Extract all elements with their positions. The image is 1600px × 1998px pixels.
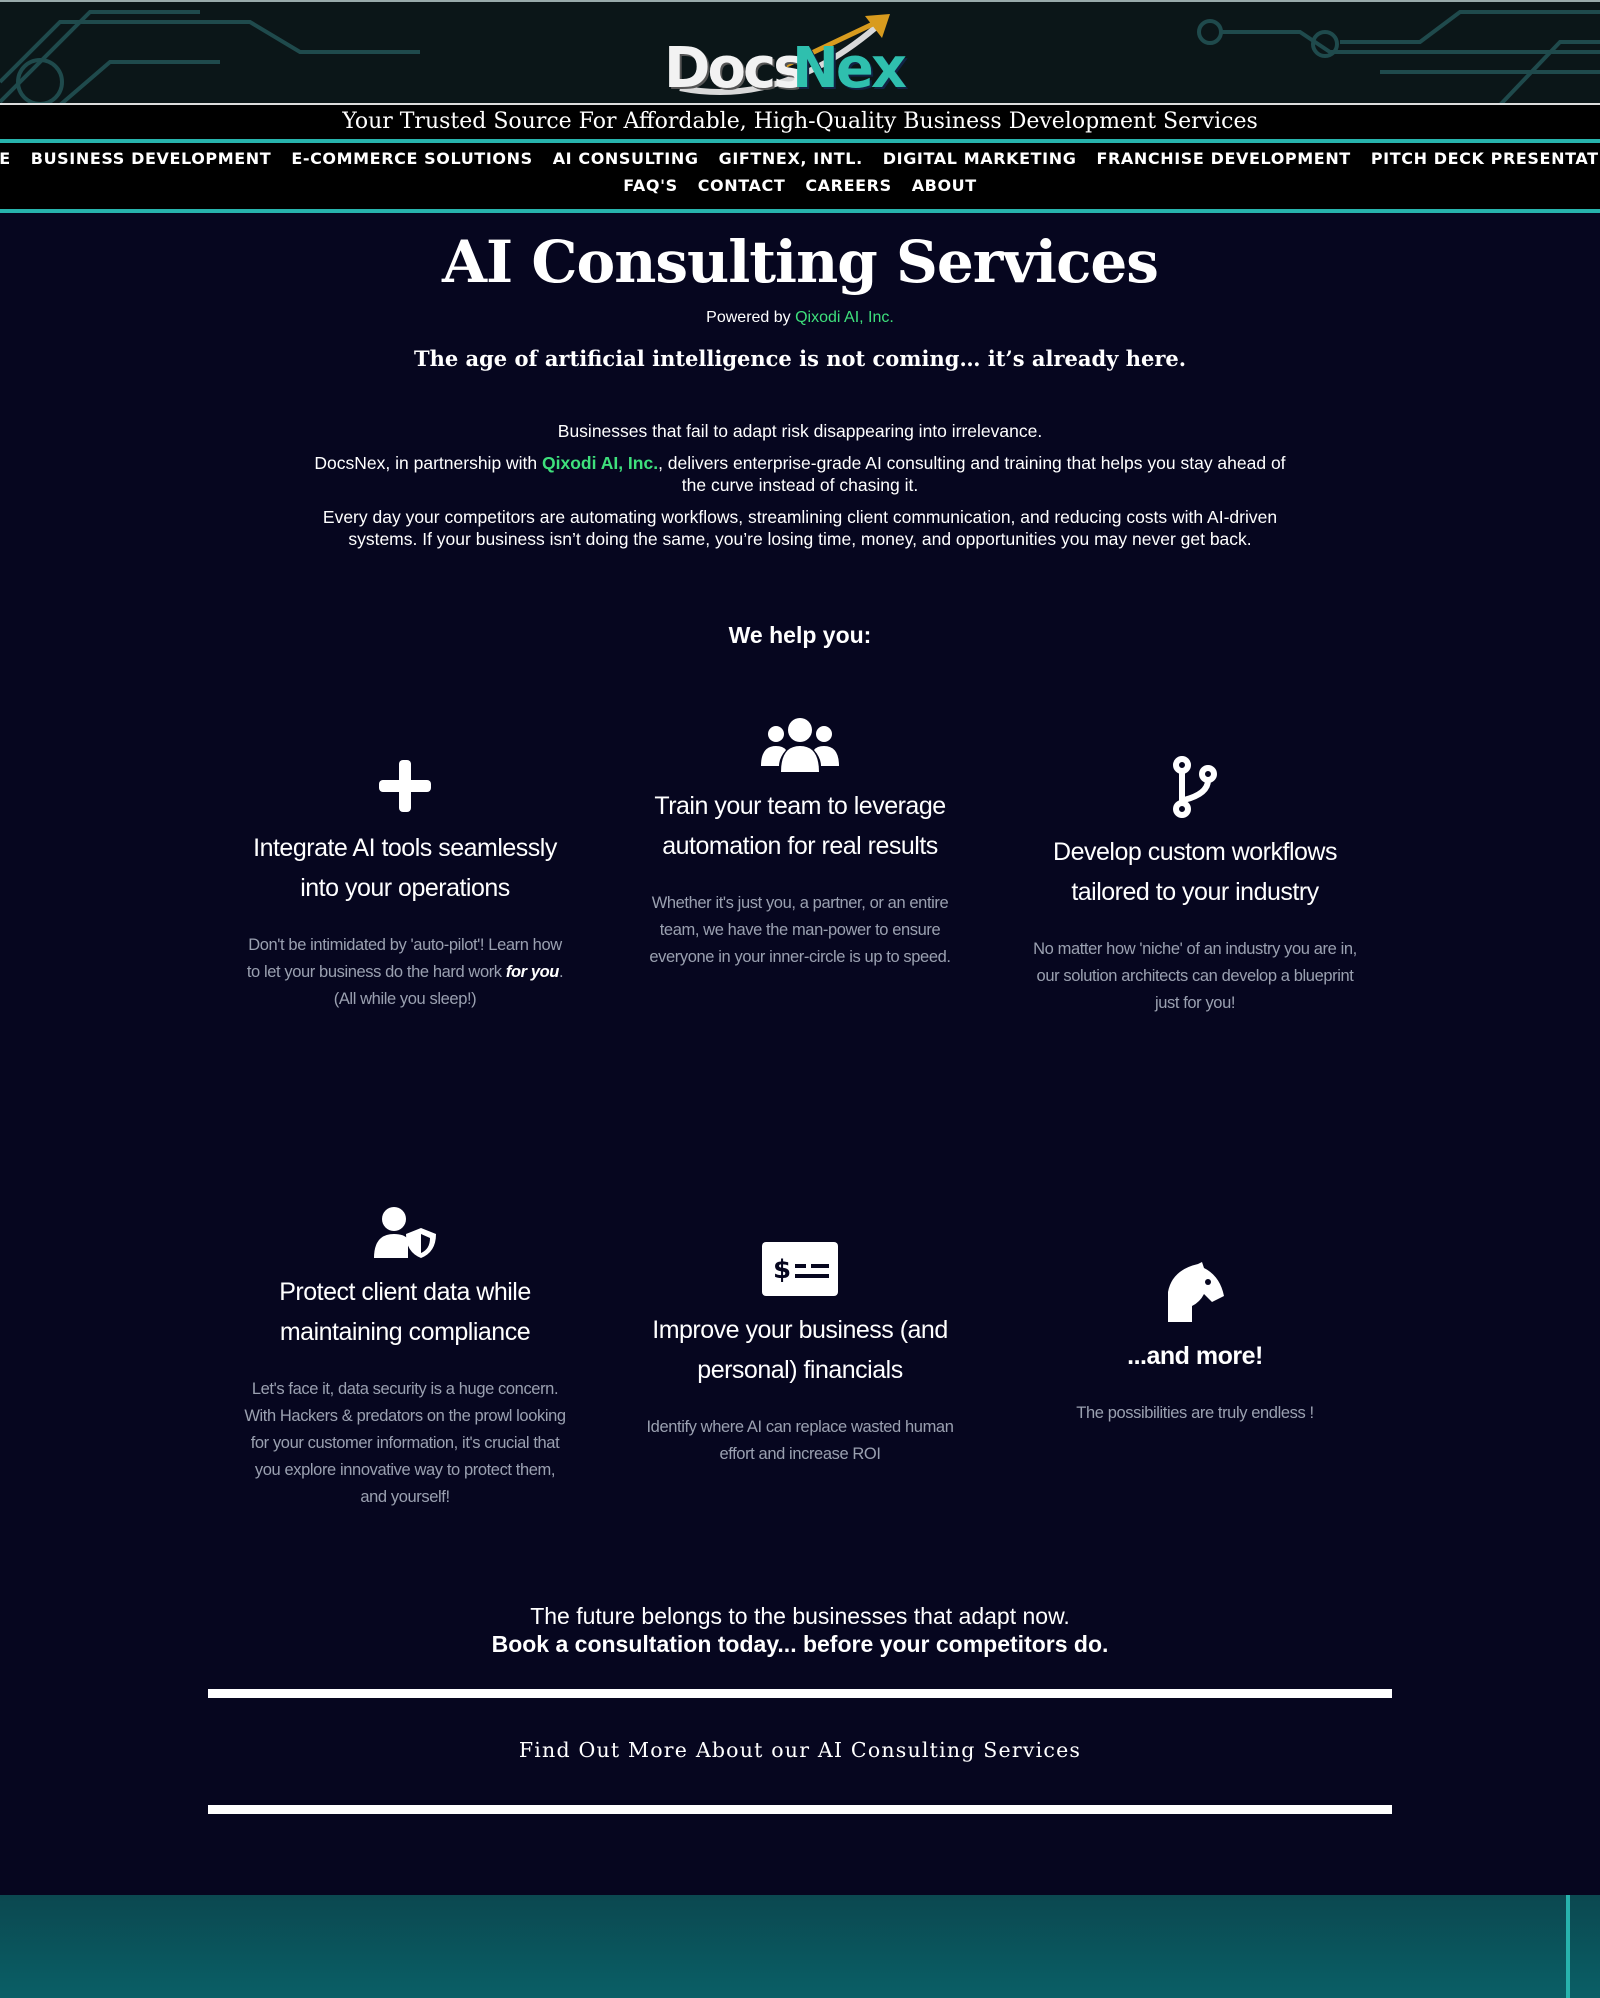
growth-arrow-icon bbox=[679, 14, 890, 95]
logo-text-docs: Docs bbox=[664, 36, 806, 101]
user-shield-icon bbox=[374, 1207, 436, 1258]
closing-line-1: The future belongs to the businesses tha… bbox=[530, 1603, 1070, 1629]
nav-item-giftnex[interactable]: GIFTNEX, INTL. bbox=[718, 149, 863, 168]
site-tagline: Your Trusted Source For Affordable, High… bbox=[342, 109, 1258, 134]
logo-text-nex: Nex bbox=[792, 36, 907, 101]
intro-2-suffix: , delivers enterprise-grade AI consultin… bbox=[658, 452, 1286, 496]
card-description-part: Don't be intimidated by 'auto-pilot'! Le… bbox=[246, 936, 562, 981]
circuit-background bbox=[0, 10, 1600, 103]
help-title: We help you: bbox=[728, 622, 872, 648]
service-card-workflows: Develop custom workflows tailored to you… bbox=[1030, 756, 1360, 1017]
nav-item-franchise-development[interactable]: FRANCHISE DEVELOPMENT bbox=[1096, 149, 1351, 168]
card-title: Protect client data while maintaining co… bbox=[279, 1278, 531, 1346]
powered-by: Powered by Qixodi AI, Inc. bbox=[0, 309, 1600, 327]
card-description-emphasis: for you bbox=[505, 963, 560, 981]
card-description-part: . (All while you sleep!) bbox=[333, 963, 564, 1008]
nav-item-contact[interactable]: CONTACT bbox=[697, 176, 786, 195]
divider-bottom bbox=[208, 1805, 1392, 1814]
intro-text: Businesses that fail to adapt risk disap… bbox=[300, 420, 1300, 560]
find-out-more-link[interactable]: Find Out More About our AI Consulting Se… bbox=[518, 1738, 1082, 1762]
qixodi-inline-link[interactable]: Qixodi AI, Inc. bbox=[542, 452, 659, 473]
card-description: Whether it's just you, a partner, or an … bbox=[649, 894, 951, 966]
service-card-integrate: Integrate AI tools seamlessly into your … bbox=[240, 758, 570, 1013]
card-title: Develop custom workflows tailored to you… bbox=[1053, 838, 1337, 906]
card-description: Let's face it, data security is a huge c… bbox=[244, 1380, 566, 1506]
intro-paragraph-1: Businesses that fail to adapt risk disap… bbox=[557, 421, 1043, 441]
page-title: AI Consulting Services bbox=[442, 228, 1159, 296]
service-card-train: Train your team to leverage automation f… bbox=[635, 716, 965, 971]
footer-accent-edge bbox=[1566, 1895, 1570, 1998]
nav-item-home[interactable]: HOME bbox=[0, 149, 11, 168]
card-title: Integrate AI tools seamlessly into your … bbox=[253, 834, 557, 902]
closing-text: The future belongs to the businesses tha… bbox=[0, 1602, 1600, 1658]
nav-item-digital-marketing[interactable]: DIGITAL MARKETING bbox=[882, 149, 1077, 168]
money-check-icon: $ bbox=[762, 1242, 838, 1296]
service-card-protect: Protect client data while maintaining co… bbox=[240, 1206, 570, 1511]
nav-item-ai-consulting[interactable]: AI CONSULTING bbox=[552, 149, 699, 168]
card-description: No matter how 'niche' of an industry you… bbox=[1033, 940, 1357, 1012]
card-description: Identify where AI can replace wasted hum… bbox=[646, 1418, 954, 1463]
headline: The age of artificial intelligence is no… bbox=[413, 346, 1187, 371]
intro-paragraph-3: Every day your competitors are automatin… bbox=[322, 506, 1278, 550]
closing-line-2: Book a consultation today... before your… bbox=[491, 1631, 1109, 1657]
nav-item-careers[interactable]: CAREERS bbox=[805, 176, 892, 195]
nav-row-secondary: FAQ'S CONTACT CAREERS ABOUT bbox=[0, 176, 1600, 195]
nav-item-about[interactable]: ABOUT bbox=[911, 176, 977, 195]
site-header: Docs Nex bbox=[0, 0, 1600, 103]
intro-2-prefix: DocsNex, in partnership with bbox=[314, 452, 543, 473]
service-card-financials: $ Improve your business (and personal) f… bbox=[635, 1242, 965, 1468]
code-branch-icon bbox=[1173, 756, 1217, 818]
svg-text:$: $ bbox=[773, 1255, 791, 1285]
card-title: ...and more! bbox=[1127, 1342, 1263, 1370]
nav-item-pitch-deck[interactable]: PITCH DECK PRESENTATIONS bbox=[1370, 149, 1600, 168]
card-description: Don't be intimidated by 'auto-pilot'! Le… bbox=[240, 932, 570, 1013]
docsnex-logo[interactable]: Docs Nex bbox=[660, 8, 907, 103]
tagline-bar: Your Trusted Source For Affordable, High… bbox=[0, 103, 1600, 143]
chess-knight-icon bbox=[1168, 1262, 1224, 1322]
site-footer bbox=[0, 1895, 1600, 1998]
card-title: Improve your business (and personal) fin… bbox=[652, 1316, 948, 1384]
intro-paragraph-2: DocsNex, in partnership with Qixodi AI, … bbox=[300, 452, 1300, 497]
nav-item-faqs[interactable]: FAQ'S bbox=[623, 176, 678, 195]
divider-top bbox=[208, 1689, 1392, 1698]
card-description: The possibilities are truly endless ! bbox=[1076, 1404, 1314, 1422]
card-title: Train your team to leverage automation f… bbox=[654, 792, 946, 860]
main-navigation: HOME BUSINESS DEVELOPMENT E-COMMERCE SOL… bbox=[0, 143, 1600, 213]
powered-by-label: Powered by bbox=[706, 309, 796, 326]
plus-icon bbox=[379, 760, 431, 812]
qixodi-link[interactable]: Qixodi AI, Inc. bbox=[795, 309, 894, 326]
nav-item-ecommerce-solutions[interactable]: E-COMMERCE SOLUTIONS bbox=[291, 149, 533, 168]
service-card-more: ...and more! The possibilities are truly… bbox=[1030, 1262, 1360, 1427]
nav-item-business-development[interactable]: BUSINESS DEVELOPMENT bbox=[30, 149, 272, 168]
nav-row-primary: HOME BUSINESS DEVELOPMENT E-COMMERCE SOL… bbox=[0, 149, 1600, 168]
users-icon bbox=[761, 718, 839, 772]
